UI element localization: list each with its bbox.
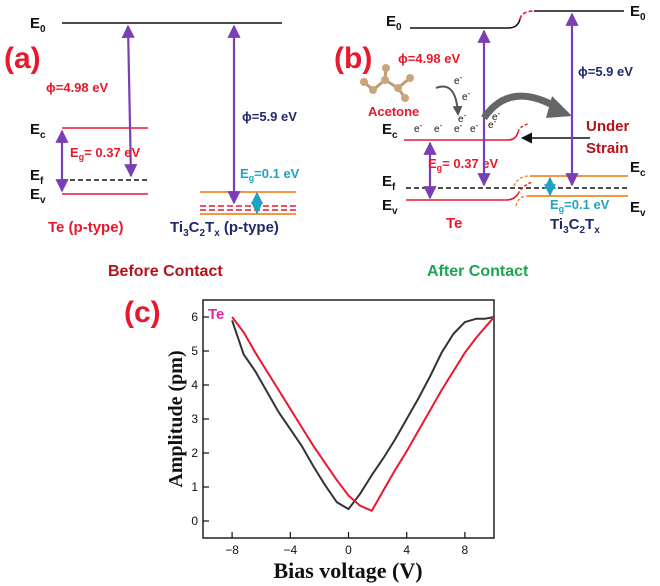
mxene-valence-band-dashed [515, 195, 529, 207]
te-conduction-band-bent [404, 131, 519, 141]
e0-right-label: E0 [630, 3, 646, 23]
electron-transfer-arrow-large-head [546, 96, 572, 118]
electron-3: e- [414, 121, 423, 135]
plot-series [231, 316, 495, 512]
x-tick-label: 0 [345, 543, 352, 557]
x-tick-label: −8 [225, 543, 239, 557]
te-conduction-band-dashed [517, 123, 529, 133]
electron-transfer-arrow-large [481, 92, 560, 121]
y-tick-label: 0 [191, 514, 198, 528]
te-caption: Te (p-type) [48, 219, 124, 236]
panel-c: (c) Te −8 −4 0 4 8 0 1 2 3 4 5 6 Bias voltage (V) A… [124, 296, 495, 583]
te-band-gap-label-b: Eg= 0.37 eV [428, 156, 499, 173]
ec-left-label: Ec [382, 121, 398, 141]
te-work-function-label: ϕ=4.98 eV [46, 80, 108, 95]
y-tick-label: 5 [191, 344, 198, 358]
x-tick-label: 8 [462, 543, 469, 557]
electron-7: e- [458, 111, 467, 125]
ev-left-label: Ev [382, 197, 398, 217]
series-line-black [231, 316, 495, 511]
mxene-band-gap-label-b: Eg=0.1 eV [550, 197, 610, 214]
y-tick-label: 2 [191, 446, 198, 460]
ec-label: Ec [30, 121, 46, 141]
y-tick-label: 4 [191, 378, 198, 392]
te-work-function-label-b: ϕ=4.98 eV [398, 51, 460, 66]
electron-6: e- [470, 121, 479, 135]
y-axis-label: Amplitude (pm) [165, 350, 187, 487]
y-tick-label: 6 [191, 310, 198, 324]
vacuum-level-bend [519, 10, 535, 20]
mxene-caption: Ti3C2Tx (p-type) [170, 219, 279, 239]
electron-9: e- [492, 109, 501, 123]
mxene-band-gap-label: Eg=0.1 eV [240, 166, 300, 183]
axis-ticks: −8 −4 0 4 8 0 1 2 3 4 5 6 [191, 310, 468, 557]
under-strain-label: Under Strain [586, 118, 634, 157]
after-contact-label: After Contact [427, 263, 529, 280]
ev-right-label: Ev [630, 199, 646, 219]
panel-a-label: (a) [4, 42, 41, 75]
ef-label-b: Ef [382, 173, 396, 193]
panel-c-label: (c) [124, 296, 161, 329]
electron-1: e- [454, 73, 463, 87]
mxene-work-function-label-b: ϕ=5.9 eV [578, 64, 633, 79]
before-contact-label: Before Contact [108, 263, 223, 280]
x-tick-label: 4 [403, 543, 410, 557]
panel-a: (a) E0 Ec Ef Ev ϕ=4.98 eV Eg= 0.37 eV Te… [4, 15, 300, 280]
ev-label: Ev [30, 186, 46, 206]
electron-5: e- [454, 121, 463, 135]
te-valence-band-dashed [517, 181, 533, 195]
x-tick-label: −4 [283, 543, 297, 557]
x-axis-label: Bias voltage (V) [273, 558, 422, 583]
acetone-molecule-icon [360, 64, 414, 102]
panel-b-label: (b) [334, 42, 372, 75]
electron-2: e- [462, 89, 471, 103]
y-tick-label: 1 [191, 480, 198, 494]
acetone-label: Acetone [368, 104, 419, 119]
te-caption-b: Te [446, 215, 462, 232]
e0-left-label: E0 [386, 13, 402, 33]
electron-transfer-arrow-small [435, 85, 463, 116]
mxene-conduction-band-dashed [513, 175, 531, 187]
te-valence-band-bent [406, 193, 519, 201]
te-band-gap-label: Eg= 0.37 eV [70, 145, 141, 162]
electron-group: e- e- e- e- e- e- e- e- e- [414, 73, 501, 135]
panel-b: (b) E0 E0 Ec Ef Ev Eg= 0.37 eV ϕ=4.98 eV [334, 3, 646, 280]
y-tick-label: 3 [191, 412, 198, 426]
electron-8: e- [488, 117, 497, 131]
plot-annotation: Te [208, 306, 224, 323]
te-work-function-arrow [121, 24, 138, 178]
ef-label: Ef [30, 167, 44, 187]
electron-4: e- [434, 121, 443, 135]
mxene-caption-b: Ti3C2Tx [550, 216, 600, 236]
mxene-work-function-label: ϕ=5.9 eV [242, 109, 297, 124]
vacuum-level-left [410, 18, 521, 29]
ec-right-label: Ec [630, 159, 646, 179]
e0-label: E0 [30, 15, 46, 35]
series-line-red [231, 316, 495, 512]
